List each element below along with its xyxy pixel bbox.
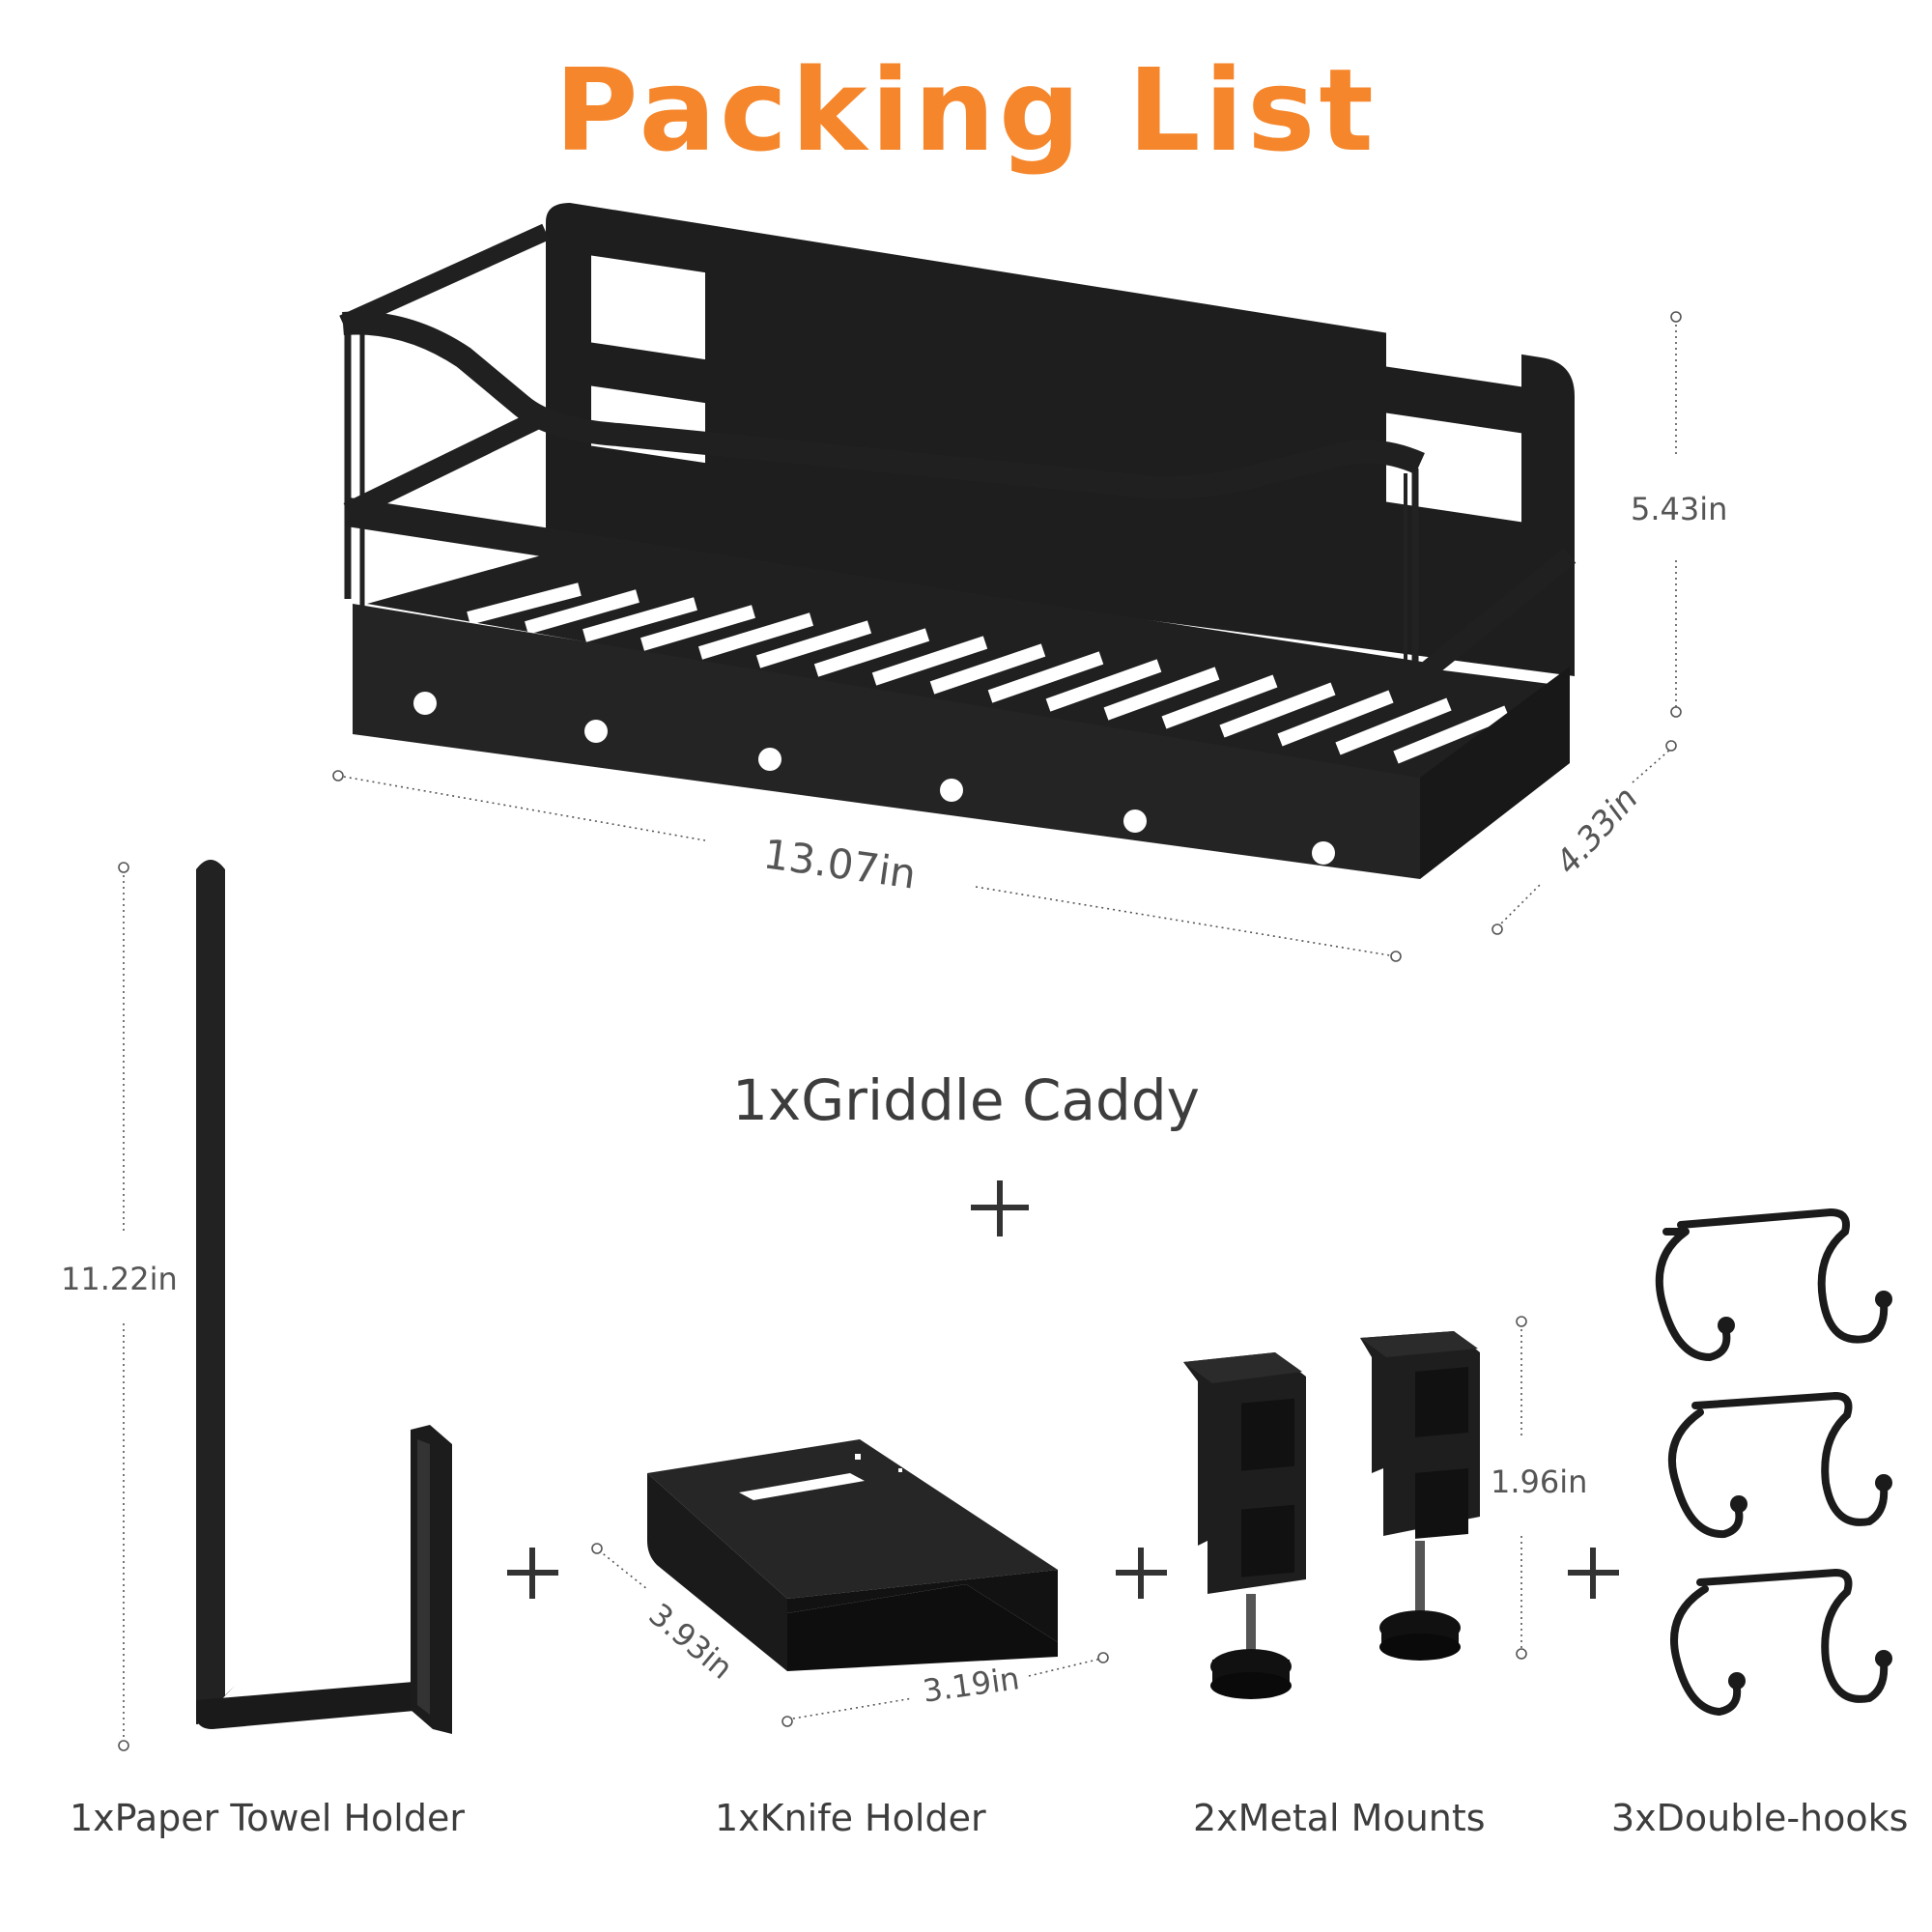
page-title: Packing List bbox=[554, 43, 1378, 177]
caddy-dimension-lines bbox=[123, 319, 1677, 1744]
griddle-caddy-label: 1xGriddle Caddy bbox=[732, 1067, 1200, 1133]
dimension-endpoints bbox=[118, 311, 1682, 1751]
metal-mount-left-image bbox=[1183, 1352, 1306, 1699]
double-hooks-image bbox=[1655, 1208, 1889, 1717]
knife-holder-label: 1xKnife Holder bbox=[715, 1797, 986, 1839]
metal-mount-right-image bbox=[1360, 1331, 1480, 1661]
double-hook-1 bbox=[1655, 1208, 1889, 1362]
hook-ball-tips bbox=[1718, 1291, 1892, 1690]
double-hook-2 bbox=[1667, 1391, 1889, 1539]
mount-height-label: 1.96in bbox=[1491, 1463, 1588, 1500]
griddle-caddy-image bbox=[339, 203, 1577, 879]
paper-towel-holder-label: 1xPaper Towel Holder bbox=[70, 1797, 465, 1839]
knife-holder-image bbox=[647, 1439, 1058, 1671]
paper-towel-holder-image bbox=[196, 860, 452, 1734]
caddy-height-label: 5.43in bbox=[1631, 491, 1728, 527]
metal-mounts-label: 2xMetal Mounts bbox=[1193, 1797, 1486, 1839]
towel-height-label: 11.22in bbox=[61, 1261, 178, 1297]
double-hook-3 bbox=[1670, 1568, 1889, 1717]
plus-signs bbox=[507, 1180, 1619, 1599]
double-hooks-label: 3xDouble-hooks bbox=[1611, 1797, 1909, 1839]
